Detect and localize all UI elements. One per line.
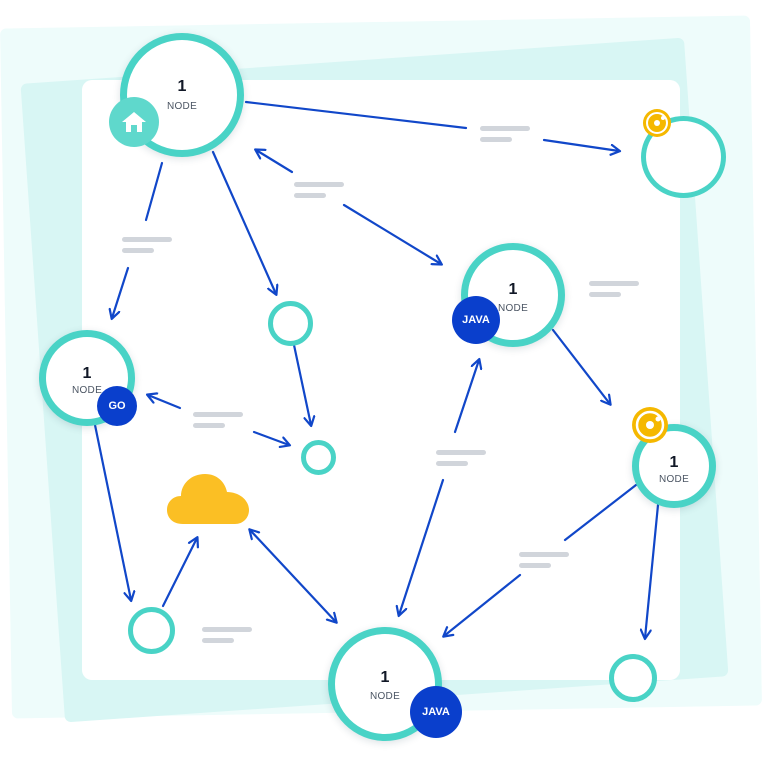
link-java-to-disk-node <box>551 328 610 404</box>
link-disk-node-to-java-arrow <box>444 573 522 636</box>
link-java-up-to-java <box>453 360 479 434</box>
node-small[interactable] <box>609 654 657 702</box>
link-home-to-top-right <box>244 100 468 130</box>
link-home-java-bidirectional-arrow <box>342 203 441 264</box>
link-bottom-small-to-cloud <box>161 538 197 608</box>
node-small[interactable] <box>128 607 175 654</box>
node-count: 1 <box>380 669 390 686</box>
edge-label <box>193 412 243 430</box>
node-count: 1 <box>82 365 92 382</box>
cloud-icon[interactable] <box>165 470 251 526</box>
node-count: 1 <box>669 454 679 471</box>
link-go-to-small-node <box>148 395 182 410</box>
disk-icon <box>643 109 671 137</box>
link-go-to-small-node-arrow <box>252 430 289 445</box>
link-home-to-go-arrow <box>112 266 130 318</box>
link-cloud-java-bidirectional <box>250 530 336 622</box>
node-count: 1 <box>177 78 187 95</box>
link-disk-node-to-java <box>563 483 638 542</box>
edge-label <box>122 237 172 255</box>
java-badge: JAVA <box>452 296 500 344</box>
node-small[interactable] <box>301 440 336 475</box>
edge-label <box>202 627 252 645</box>
node-empty[interactable] <box>641 116 726 198</box>
edge-label <box>589 281 639 299</box>
node-label: NODE <box>658 474 690 485</box>
edge-label <box>480 126 530 144</box>
link-home-to-small-node <box>211 150 276 294</box>
link-home-to-top-right-arrow <box>542 138 619 151</box>
node-label: NODE <box>71 385 103 396</box>
link-home-to-go <box>144 161 164 222</box>
java-badge: JAVA <box>410 686 462 738</box>
edge-label <box>519 552 569 570</box>
link-home-java-bidirectional <box>256 150 294 174</box>
node-count: 1 <box>508 281 518 298</box>
link-small-to-small <box>292 343 311 425</box>
node-small[interactable] <box>268 301 313 346</box>
disk-icon <box>632 407 668 443</box>
node-label: NODE <box>369 691 401 702</box>
node-label: NODE <box>166 101 198 112</box>
link-go-to-bottom-small <box>93 423 131 600</box>
home-icon <box>109 97 159 147</box>
node-java-service[interactable]: 1 NODE <box>461 243 565 347</box>
go-badge: GO <box>97 386 137 426</box>
diagram-canvas <box>82 80 680 680</box>
link-java-down-to-java <box>399 478 445 615</box>
link-disk-node-to-small <box>645 503 660 638</box>
node-label: NODE <box>497 303 529 314</box>
edge-label <box>436 450 486 468</box>
edge-label <box>294 182 344 200</box>
